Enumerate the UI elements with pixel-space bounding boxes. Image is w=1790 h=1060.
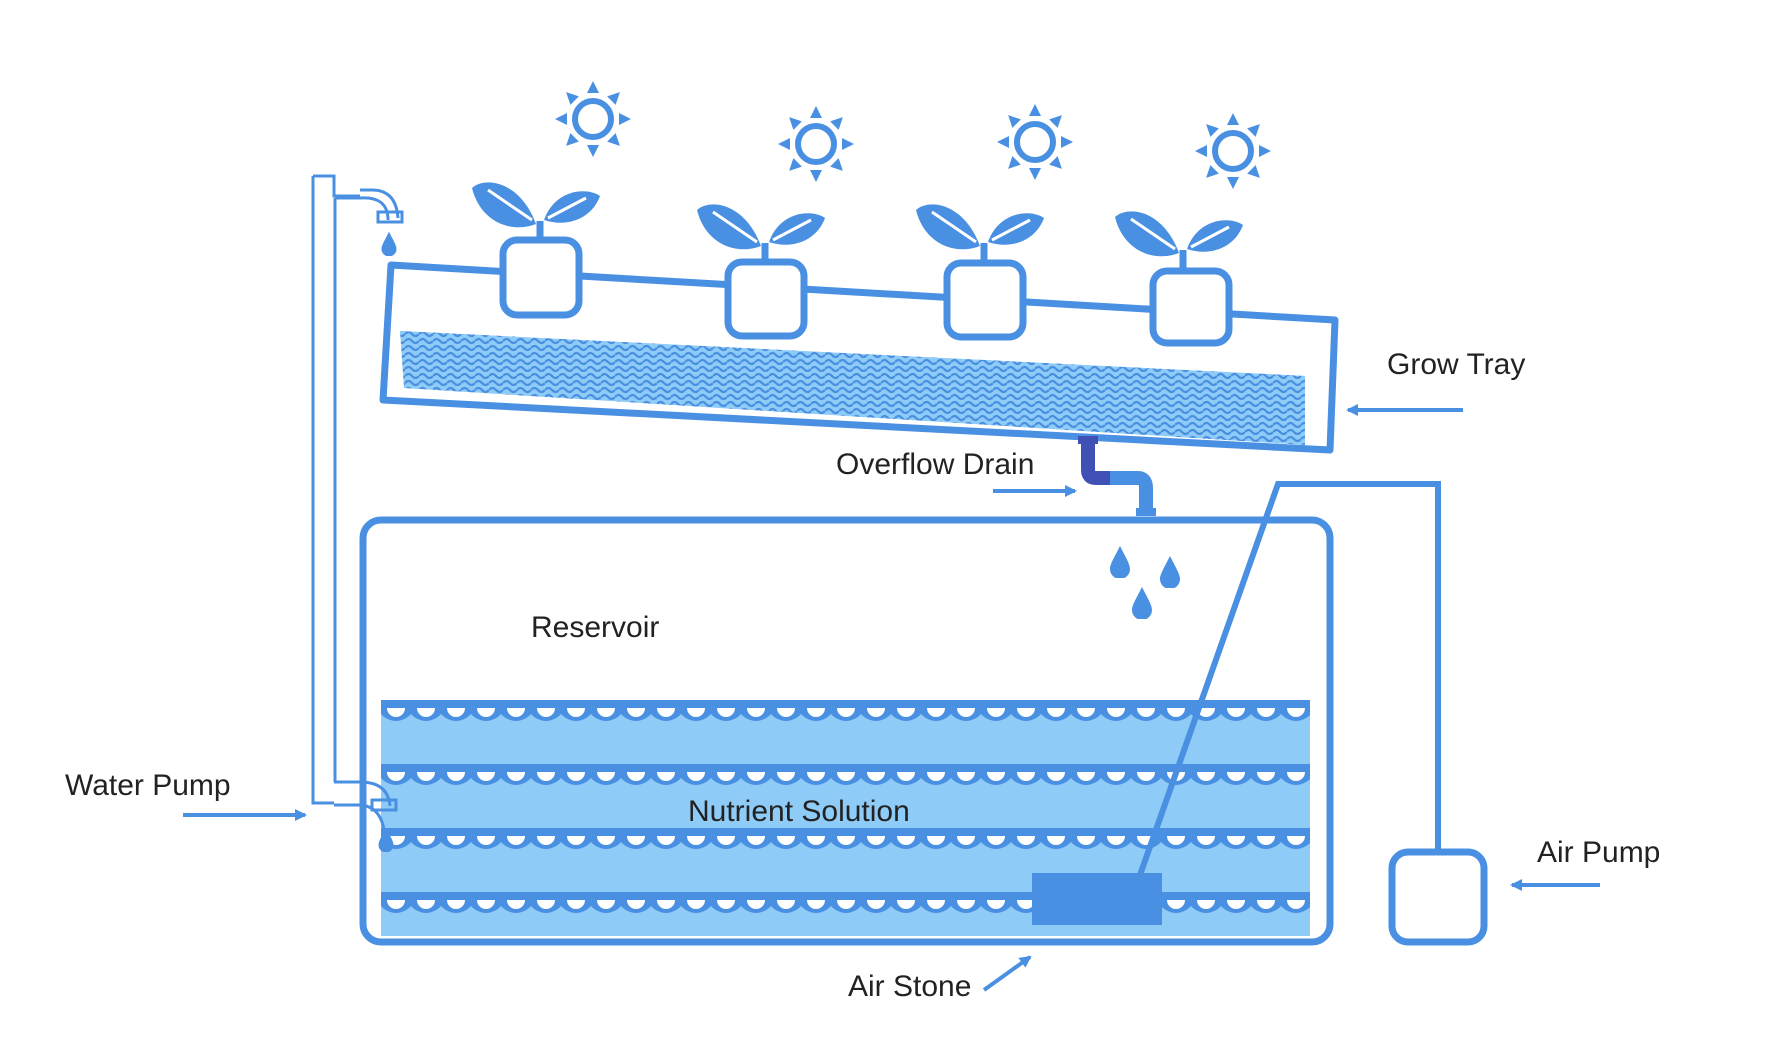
sun-icon <box>997 104 1073 180</box>
water-drop-icon <box>381 231 397 256</box>
net-pot <box>499 236 583 319</box>
grow-tray-label: Grow Tray <box>1387 348 1526 381</box>
sun-icon <box>555 81 631 157</box>
reservoir <box>359 516 1334 946</box>
net-pot <box>943 259 1027 341</box>
air-stone <box>1032 873 1162 925</box>
water-drop-icon <box>1132 587 1152 619</box>
water-pump-label: Water Pump <box>65 769 231 802</box>
overflow-drain-label: Overflow Drain <box>836 448 1035 481</box>
arrow-icon <box>982 955 1032 992</box>
water-pump-pipe <box>311 174 400 831</box>
overflow-drain-pipe <box>1078 436 1156 516</box>
water-drop-icon <box>1110 546 1130 578</box>
nutrient-solution-label: Nutrient Solution <box>688 795 910 828</box>
water-drop-icon <box>1160 556 1180 588</box>
air-pump <box>1388 848 1488 946</box>
air-pump-label: Air Pump <box>1537 836 1661 869</box>
air-stone-label: Air Stone <box>848 970 972 1003</box>
faucet-icon <box>370 210 404 812</box>
net-pot <box>1149 267 1233 347</box>
reservoir-label: Reservoir <box>531 611 660 644</box>
air-line <box>1137 481 1441 876</box>
sun-icon <box>778 106 854 182</box>
sun-icon <box>1195 113 1271 189</box>
net-pot <box>724 258 808 340</box>
